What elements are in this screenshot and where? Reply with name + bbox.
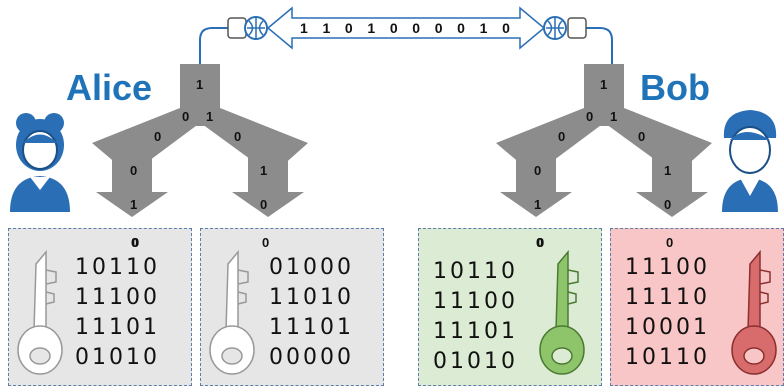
panel-label: 0 — [666, 235, 674, 250]
key-line: 01010 — [75, 345, 160, 370]
bob-bit-tree — [496, 64, 712, 217]
channel-bit: 1 — [322, 20, 331, 36]
channel-double-arrow — [266, 6, 546, 50]
channel-bit: 0 — [389, 20, 398, 36]
panel-label: 0 — [536, 235, 544, 250]
key-line: 10001 — [625, 315, 710, 340]
bob-cable — [586, 27, 613, 72]
key-lines: 10110 11100 11101 01010 — [433, 257, 518, 377]
tree-bit: 0 — [260, 197, 268, 212]
alice-left-key-icon — [17, 249, 63, 375]
tree-bit: 0 — [154, 129, 162, 144]
channel-bit: 0 — [412, 20, 421, 36]
key-line: 11100 — [625, 255, 710, 280]
alice-right-key-panel: 01000 11010 11101 00000 — [200, 228, 384, 386]
tree-bit: 0 — [664, 197, 672, 212]
tree-bit: 0 — [131, 235, 139, 250]
bob-left-key-panel: 10110 11100 11101 01010 — [418, 228, 602, 386]
tree-bit: 1 — [610, 109, 618, 124]
channel-bit: 1 — [300, 20, 308, 36]
bob-name: Bob — [640, 67, 710, 108]
key-lines: 10110 11100 11101 01010 — [75, 253, 160, 373]
key-line: 11101 — [433, 319, 518, 344]
panel-label: 0 — [132, 235, 140, 250]
tree-bit: 1 — [130, 197, 138, 212]
tree-bit: 1 — [664, 163, 672, 178]
tree-bit: 1 — [600, 77, 608, 92]
alice-network-plug-icon — [227, 16, 268, 40]
alice-left-key-panel: 10110 11100 11101 01010 — [8, 228, 192, 386]
tree-bit: 1 — [196, 77, 204, 92]
bob-right-key-icon — [731, 249, 777, 375]
key-line: 11101 — [269, 315, 354, 340]
tree-bit: 1 — [260, 163, 268, 178]
tree-bit: 0 — [182, 109, 190, 124]
alice-avatar-icon — [10, 113, 70, 212]
bob-network-plug-icon — [543, 16, 587, 40]
key-line: 11010 — [269, 285, 354, 310]
bob-right-key-panel: 11100 11110 10001 10110 — [610, 228, 784, 386]
tree-bit: 0 — [537, 235, 545, 250]
key-line: 10110 — [75, 255, 160, 280]
key-line: 11110 — [625, 285, 710, 310]
key-line: 10110 — [433, 259, 518, 284]
tree-bit: 1 — [534, 197, 542, 212]
channel-bit: 0 — [344, 20, 353, 36]
key-line: 11100 — [75, 285, 160, 310]
alice-bit-tree — [92, 64, 308, 217]
tree-bit: 0 — [130, 163, 138, 178]
bob-avatar-icon — [722, 110, 778, 212]
key-line: 11100 — [433, 289, 518, 314]
key-line: 01010 — [433, 349, 518, 374]
channel-bits: 1 1 0 1 0 0 0 0 1 0 — [292, 19, 518, 37]
alice-cable — [199, 27, 228, 82]
tree-bit: 0 — [234, 129, 242, 144]
key-line: 10110 — [625, 345, 710, 370]
tree-bit: 0 — [638, 129, 646, 144]
key-lines: 11100 11110 10001 10110 — [625, 253, 710, 373]
key-line: 00000 — [269, 345, 354, 370]
key-lines: 01000 11010 11101 00000 — [269, 253, 354, 373]
channel-bit: 0 — [434, 20, 443, 36]
panel-label: 0 — [262, 235, 270, 250]
tree-bit: 0 — [534, 163, 542, 178]
bob-left-key-icon — [539, 249, 585, 375]
channel-bit: 0 — [502, 20, 510, 36]
tree-bit: 1 — [206, 109, 214, 124]
tree-bit: 0 — [586, 109, 594, 124]
alice-right-key-icon — [209, 249, 255, 375]
tree-bit: 0 — [558, 129, 566, 144]
channel-bit: 1 — [479, 20, 488, 36]
alice-name: Alice — [66, 67, 153, 108]
key-line: 11101 — [75, 315, 160, 340]
channel-bit: 0 — [457, 20, 465, 36]
key-line: 01000 — [269, 255, 354, 280]
channel-bit: 1 — [367, 20, 376, 36]
